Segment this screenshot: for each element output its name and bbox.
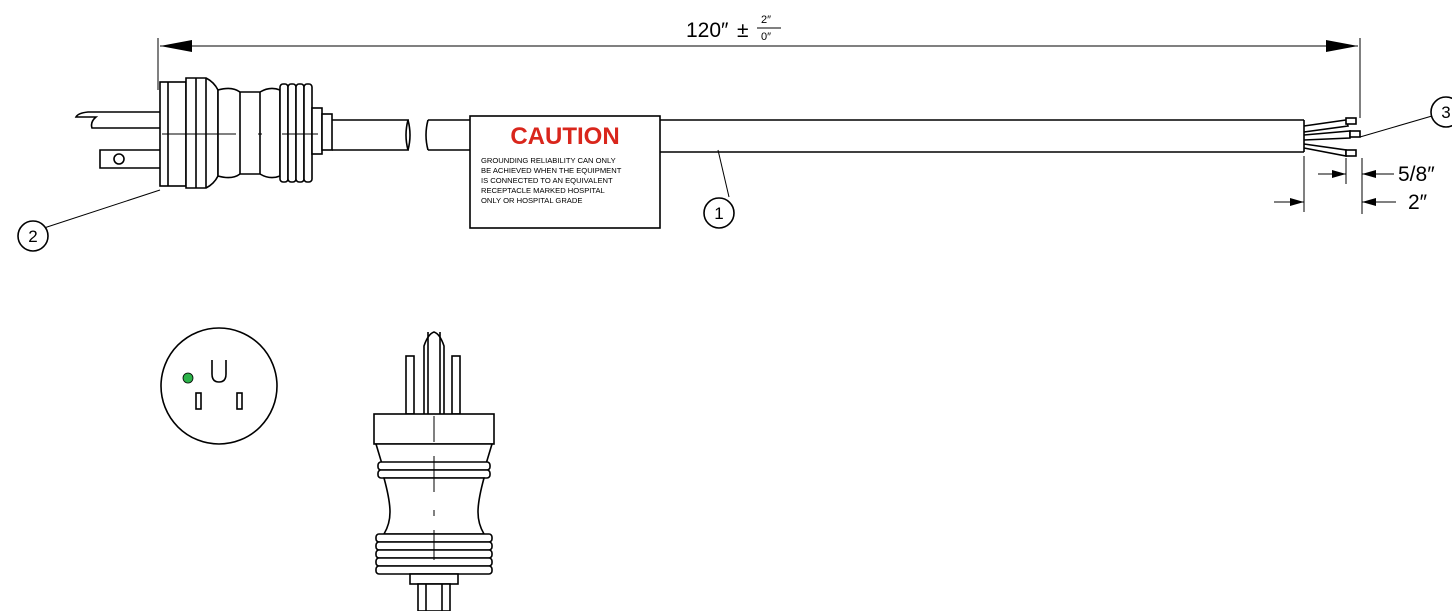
balloon-plug: 2 — [17, 189, 161, 252]
caution-line-4: RECEPTACLE MARKED HOSPITAL — [481, 186, 605, 195]
plug-face-view — [160, 327, 278, 445]
balloon-conductors-number: 3 — [1441, 103, 1450, 122]
strip-length-value: 5/8″ — [1398, 163, 1435, 186]
plug-end-view — [373, 331, 495, 611]
balloon-cable-number: 1 — [714, 204, 723, 223]
caution-line-1: GROUNDING RELIABILITY CAN ONLY — [481, 156, 616, 165]
caution-label: CAUTION GROUNDING RELIABILITY CAN ONLY B… — [469, 115, 661, 229]
tolerance-upper: 2″ — [761, 14, 771, 26]
tolerance-lower: 0″ — [761, 31, 771, 43]
caution-line-2: BE ACHIEVED WHEN THE EQUIPMENT — [481, 166, 622, 175]
hospital-grade-dot — [182, 372, 194, 384]
caution-line-3: IS CONNECTED TO AN EQUIVALENT — [481, 176, 613, 185]
balloon-conductors: 3 — [1359, 96, 1452, 138]
cable-side-view — [332, 117, 1361, 157]
overall-length-dimension: 120″ ± 2″ 0″ — [157, 14, 1361, 118]
plug-side-view — [74, 77, 333, 189]
balloon-plug-number: 2 — [28, 227, 37, 246]
balloon-cable: 1 — [703, 149, 735, 229]
jacket-strip-value: 2″ — [1408, 191, 1428, 214]
caution-title: CAUTION — [510, 123, 619, 150]
overall-length-value: 120″ — [686, 19, 729, 42]
strip-length-dimension: 5/8″ — [1318, 158, 1435, 214]
tolerance-symbol: ± — [737, 19, 749, 42]
jacket-strip-dimension: 2″ — [1274, 156, 1428, 214]
caution-line-5: ONLY OR HOSPITAL GRADE — [481, 196, 582, 205]
